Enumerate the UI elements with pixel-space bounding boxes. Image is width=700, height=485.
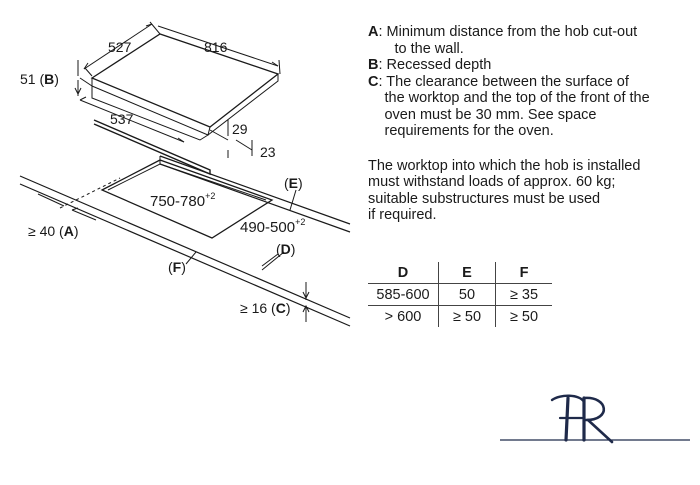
- load-paragraph: The worktop into which the hob is instal…: [368, 157, 641, 224]
- hob-unit: [74, 21, 281, 176]
- note-B: B : Recessed depth: [368, 57, 698, 74]
- note-text: : Minimum distance from the hob cut-out …: [378, 24, 638, 57]
- worktop: [19, 155, 351, 327]
- note-text: : The clearance between the surface of t…: [378, 73, 650, 140]
- table-header: D: [368, 262, 439, 284]
- dim-cutout-depth: 490-500+2: [240, 217, 305, 236]
- dim-min-C: ≥ 16 (C): [240, 300, 291, 316]
- table-cell: ≥ 35: [495, 283, 552, 306]
- dim-recess-B: 51 (B): [20, 71, 59, 87]
- dim-min-A: ≥ 40 (A): [28, 223, 79, 239]
- label-F: (F): [168, 259, 186, 275]
- clearance-table: D E F 585-600 50 ≥ 35 > 600 ≥ 50 ≥ 50: [368, 262, 552, 327]
- table-cell: ≥ 50: [509, 308, 539, 325]
- cut-out: [100, 159, 274, 239]
- dim-inner-depth: 537: [110, 111, 134, 127]
- brand-logo: [500, 394, 690, 444]
- dim-29: 29: [232, 121, 248, 137]
- note-label: B: [368, 57, 379, 73]
- table-cell: ≥ 50: [438, 305, 496, 327]
- table-header: E: [438, 262, 496, 284]
- table-cell: > 600: [384, 308, 422, 325]
- label-D: (D): [276, 241, 295, 257]
- dim-23: 23: [260, 144, 276, 160]
- dim-hob-depth: 527: [108, 39, 132, 55]
- table-row: 585-600 50 ≥ 35: [368, 283, 552, 306]
- label-E: (E): [284, 175, 303, 191]
- dim-hob-width: 816: [204, 39, 228, 55]
- table-cell: 50: [438, 283, 496, 306]
- table-cell: 585-600: [368, 283, 439, 306]
- table-header: F: [495, 262, 552, 284]
- dim-cutout-width: 750-780+2: [150, 191, 215, 210]
- installation-diagram: 527 816 51 (B) 537 29 23 750-780+2 490-5…: [19, 21, 351, 327]
- note-A: A : Minimum distance from the hob cut-ou…: [368, 24, 698, 57]
- table-header-row: D E F: [368, 262, 552, 284]
- note-label: C: [368, 73, 379, 90]
- note-text: : Recessed depth: [378, 57, 492, 73]
- notes-panel: A : Minimum distance from the hob cut-ou…: [368, 24, 698, 224]
- table-row: > 600 ≥ 50 ≥ 50: [368, 305, 552, 327]
- note-C: C : The clearance between the surface of…: [368, 74, 698, 140]
- note-label: A: [368, 24, 379, 40]
